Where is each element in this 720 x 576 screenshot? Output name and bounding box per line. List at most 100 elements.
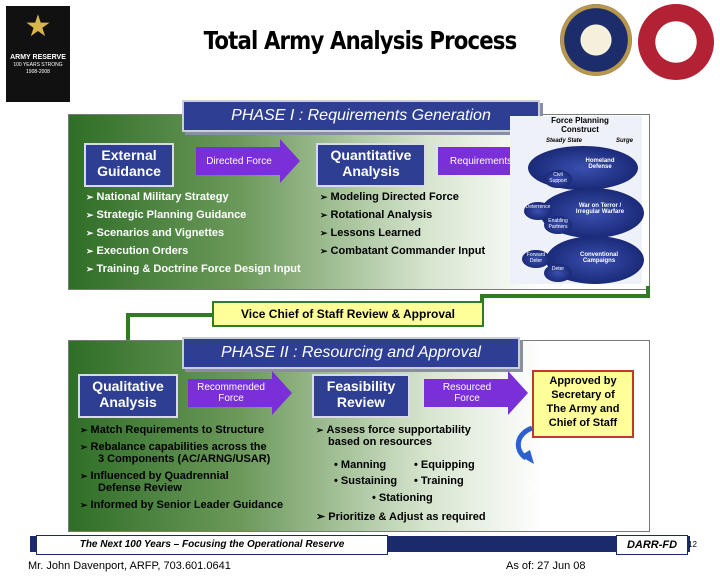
army-reserve-logo: ★ ARMY RESERVE 100 YEARS STRONG 1908-200… <box>6 6 70 102</box>
feasibility-review-box: Feasibility Review <box>312 374 410 418</box>
war-on-terror-label: War on Terror / Irregular Warfare <box>570 203 630 215</box>
list-item: Informed by Senior Leader Guidance <box>80 499 310 511</box>
feeds-line3: Program Objective <box>533 483 631 495</box>
phase2-banner: PHASE II : Resourcing and Approval <box>182 337 520 369</box>
conv-line1: Conventional <box>579 252 618 258</box>
connector-line <box>126 313 214 317</box>
footer-office: DARR-FD <box>616 535 688 555</box>
connector-line <box>646 286 650 298</box>
feas-sub-stationing: • Stationing <box>372 492 433 504</box>
conv-line2: Campaigns <box>582 258 616 264</box>
quantitative-line2: Analysis <box>342 163 400 179</box>
list-item: Lessons Learned <box>320 227 485 239</box>
stationing-text: Stationing <box>378 492 433 504</box>
homeland-line1: Homeland <box>585 158 615 164</box>
directed-force-label: Directed Force <box>206 155 272 167</box>
feas-sub-equipping: • Equipping <box>414 459 475 471</box>
list-item: Execution Orders <box>86 245 301 257</box>
wot-line1: War on Terror / <box>578 203 622 209</box>
approved-box: Approved by Secretary of The Army and Ch… <box>532 370 634 438</box>
qual-item-2a: Rebalance capabilities across the <box>90 441 267 453</box>
feeds-pom-text: Feeds the Army's Program Objective Memor… <box>524 452 640 512</box>
contact-line: Mr. John Davenport, ARFP, 703.601.0641 <box>28 560 231 572</box>
homeland-line2: Defense <box>588 164 612 170</box>
equipping-text: Equipping <box>420 459 475 471</box>
vice-chief-review-box: Vice Chief of Staff Review & Approval <box>212 301 484 327</box>
external-guidance-line1: External <box>101 147 157 163</box>
qualitative-analysis-box: Qualitative Analysis <box>78 374 178 418</box>
phase1-banner: PHASE I : Requirements Generation <box>182 100 540 132</box>
list-item: Match Requirements to Structure <box>80 424 310 436</box>
feas-item-last: ➢ Prioritize & Adjust as required <box>316 511 486 523</box>
approved-line3: The Army and <box>546 403 620 415</box>
list-item: Scenarios and Vignettes <box>86 227 301 239</box>
wot-line2: Irregular Warfare <box>575 209 625 215</box>
list-item: Rotational Analysis <box>320 209 485 221</box>
quantitative-analysis-list: Modeling Directed Force Rotational Analy… <box>320 191 486 263</box>
small-ellipse <box>544 216 572 234</box>
list-item: Strategic Planning Guidance <box>86 209 301 221</box>
sustaining-text: Sustaining <box>340 475 398 487</box>
feasibility-line1: Feasibility <box>326 378 396 394</box>
recommended-line2: Force <box>218 393 244 404</box>
list-item: Combatant Commander Input <box>320 245 486 257</box>
directed-force-arrow: Directed Force <box>196 139 300 183</box>
army-seal-icon <box>560 4 632 76</box>
qual-item-1: Match Requirements to Structure <box>90 424 265 436</box>
as-of-date: As of: 27 Jun 08 <box>506 560 586 572</box>
small-label: Enabling Partners <box>548 218 568 230</box>
approved-line1: Approved by <box>549 375 617 387</box>
logo-text-2: 100 YEARS STRONG <box>13 62 63 68</box>
requirements-label: Requirements <box>449 155 513 167</box>
qual-item-2b: 3 Components (AC/ARNG/USAR) <box>98 453 271 465</box>
fpc-title-line2: Construct <box>561 125 599 134</box>
external-guidance-list: National Military Strategy Strategic Pla… <box>86 191 301 281</box>
reserve-eagle-seal-icon <box>638 4 714 80</box>
qualitative-analysis-list: Match Requirements to Structure Rebalanc… <box>80 424 310 516</box>
recommended-line1: Recommended <box>197 382 265 393</box>
feas-sub-training: • Training <box>414 475 464 487</box>
quantitative-analysis-box: Quantitative Analysis <box>316 143 426 187</box>
feas-item-1a: Assess force supportability <box>326 424 471 436</box>
connector-line <box>126 313 130 363</box>
connector-line <box>480 294 650 298</box>
feasibility-line2: Review <box>336 394 386 410</box>
small-ellipse <box>544 170 572 188</box>
fpc-title: Force Planning Construct <box>540 116 620 134</box>
logo-text-3: 1908-2008 <box>26 69 50 75</box>
fpc-surge-label: Surge <box>616 138 634 144</box>
small-ellipse <box>524 202 552 220</box>
resourced-line2: Force <box>454 393 480 404</box>
small-label: Civil Support <box>549 172 567 184</box>
approved-line2: Secretary of <box>551 389 615 401</box>
training-text: Training <box>420 475 464 487</box>
qual-item-4: Informed by Senior Leader Guidance <box>90 499 284 511</box>
feas-item-1b: based on resources <box>328 436 432 448</box>
feeds-line2: the Army's <box>553 468 610 480</box>
feas-sub-manning: • Manning <box>334 459 387 471</box>
small-label: Deterrence <box>525 204 551 210</box>
fpc-title-line1: Force Planning <box>551 116 609 125</box>
list-item: Training & Doctrine Force Design Input <box>86 263 301 275</box>
small-label: Deter <box>551 266 565 272</box>
approved-line4: Chief of Staff <box>548 417 618 429</box>
qual-item-3a: Influenced by Quadrennial <box>90 470 229 482</box>
homeland-label: Homeland Defense <box>578 158 622 170</box>
small-ellipse <box>544 264 572 282</box>
qualitative-line1: Qualitative <box>92 378 164 394</box>
page-title: Total Army Analysis Process <box>203 26 518 55</box>
prioritize-text: Prioritize & Adjust as required <box>328 511 486 523</box>
list-item: National Military Strategy <box>86 191 301 203</box>
page-number: 12 <box>688 540 697 549</box>
feeds-line4: Memorandum <box>545 498 619 510</box>
small-label: Forward Deter <box>526 252 546 264</box>
curved-arrow-icon <box>515 426 534 464</box>
external-guidance-line2: Guidance <box>97 163 161 179</box>
